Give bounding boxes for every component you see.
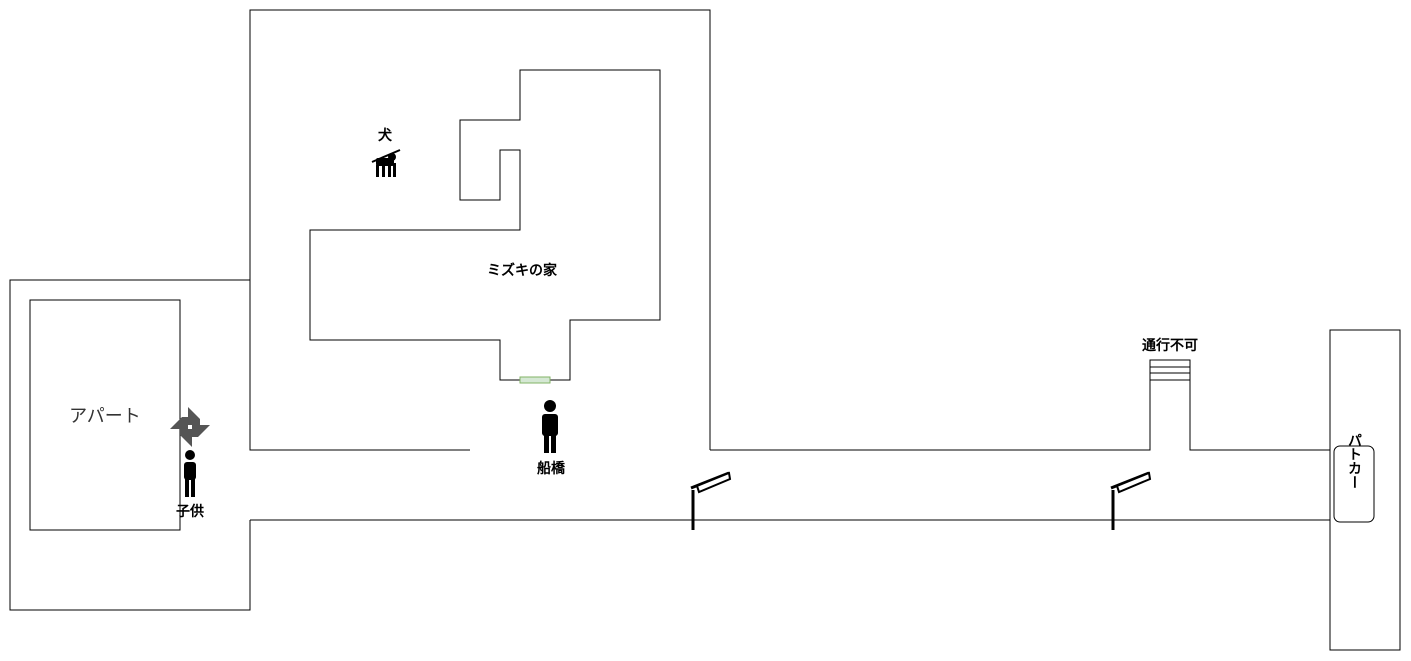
apartment-label: アパート xyxy=(69,406,141,427)
dog-icon xyxy=(371,149,401,177)
dog-label: 犬 xyxy=(378,127,393,144)
apartment-lot-outline xyxy=(9,279,251,611)
child-label: 子供 xyxy=(176,503,204,520)
no-entry-label: 通行不可 xyxy=(1142,337,1198,354)
police-car xyxy=(1333,445,1375,523)
person-icon xyxy=(542,400,558,453)
apartment-building xyxy=(29,299,181,531)
house-door xyxy=(519,376,551,384)
mizuki-house-outline xyxy=(309,69,661,381)
road-upper-edge xyxy=(710,359,1330,451)
barrier-icon xyxy=(1149,359,1191,381)
street-lamp-icon xyxy=(690,471,732,530)
street-lamp-icon xyxy=(1110,471,1152,530)
police-car-label: パトカー xyxy=(1346,433,1362,489)
funabashi-label: 船橋 xyxy=(537,460,566,477)
house-lot-outline xyxy=(249,9,711,451)
pinwheel-icon xyxy=(170,407,210,447)
house-label: ミズキの家 xyxy=(487,262,558,279)
person-icon xyxy=(184,450,196,497)
